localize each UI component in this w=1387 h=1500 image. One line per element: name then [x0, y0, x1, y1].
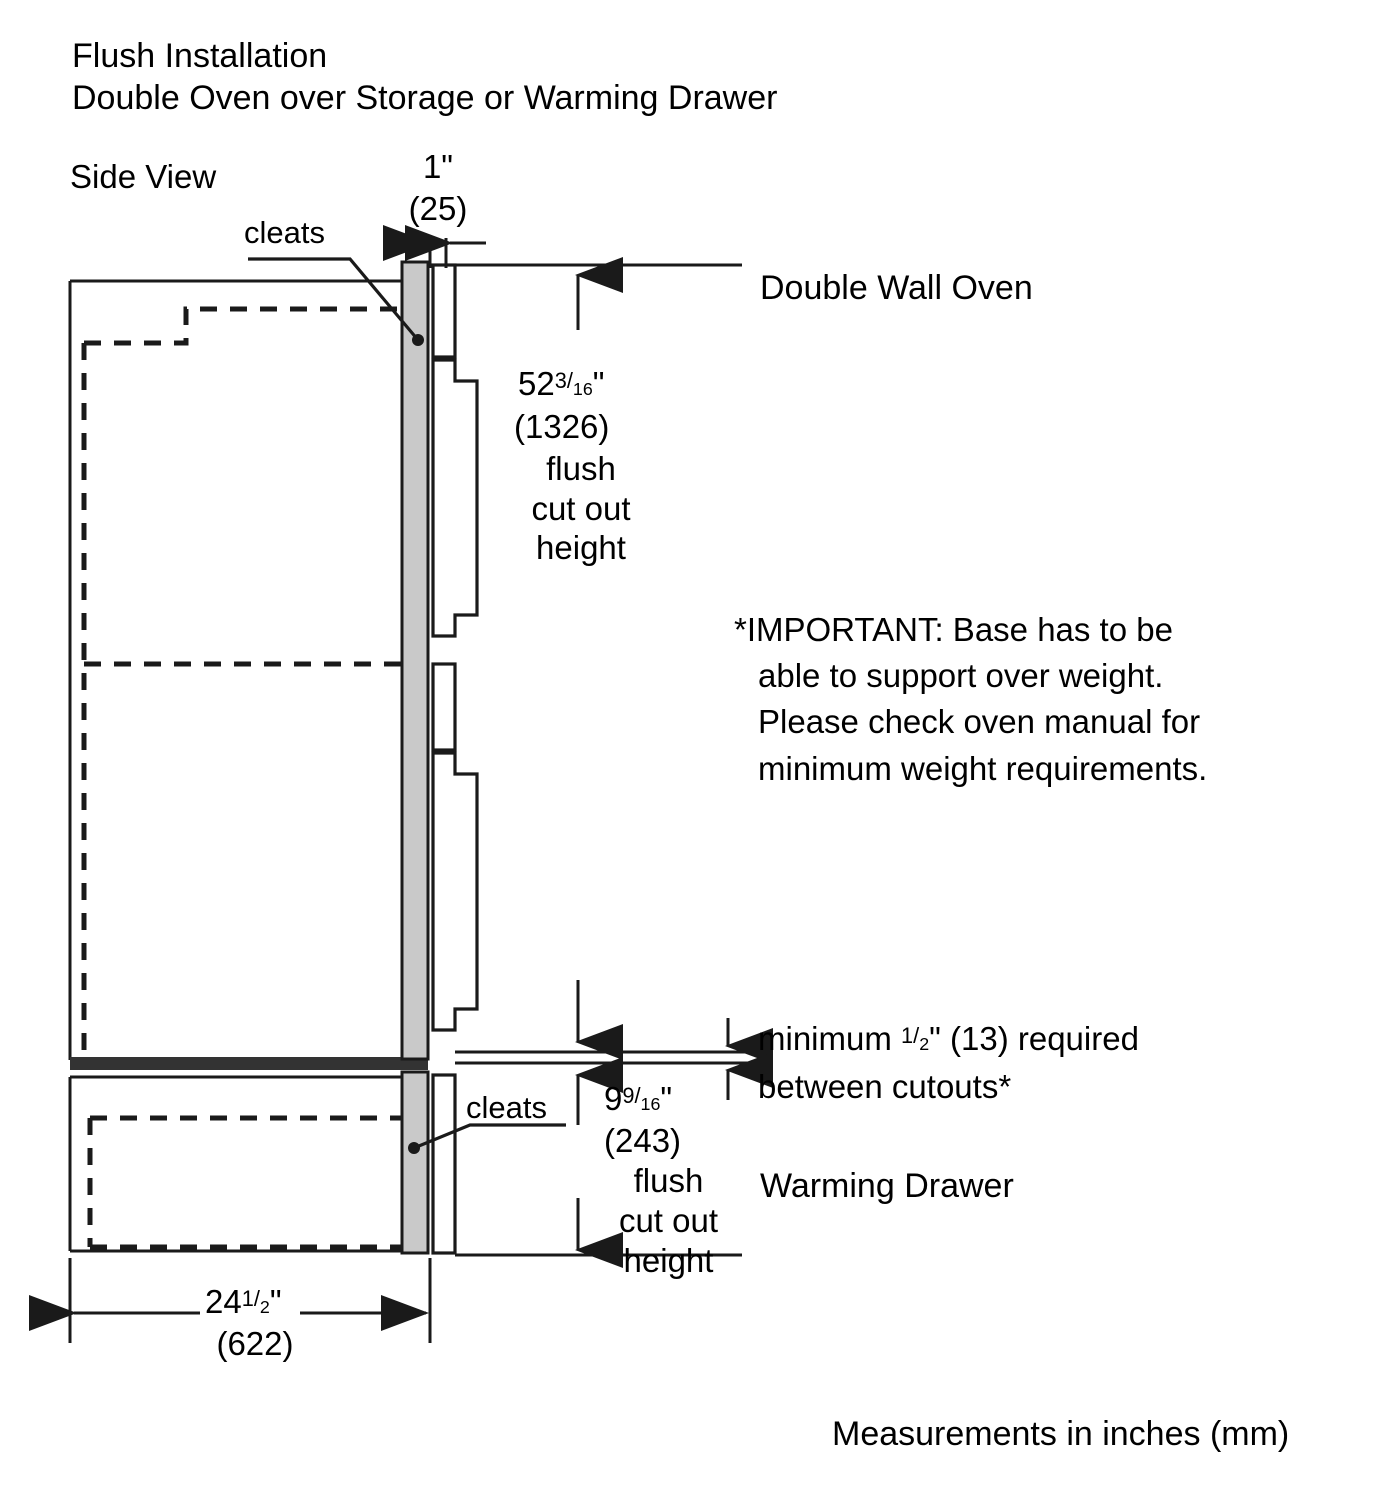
cleats-leader-top [248, 257, 424, 346]
overall-depth-value: 241/2" [205, 1283, 282, 1320]
between-cutouts-line1: minimum 1/2" (13) required [758, 1020, 1139, 1057]
double-wall-oven-label: Double Wall Oven [760, 269, 1033, 307]
overall-depth-dimension [28, 1258, 432, 1343]
between-cutouts-mm: (13) required [940, 1020, 1139, 1057]
oven-cutout-desc1: flush [546, 450, 616, 487]
drawer-cutout-numerator: 9 [622, 1083, 635, 1109]
drawer-front-panel [431, 1073, 457, 1255]
between-cutouts-prefix: minimum [758, 1020, 902, 1057]
cleats-leader-bottom [408, 1123, 566, 1154]
oven-cutout-desc2: cut out [531, 490, 631, 527]
overall-depth-whole: 24 [205, 1283, 242, 1320]
drawer-cutout-mm: (243) [604, 1122, 682, 1159]
gap-dimension-inches: 1" [422, 148, 454, 185]
overall-depth-denominator: 2 [259, 1296, 270, 1317]
overall-depth-mm: (622) [216, 1325, 294, 1362]
oven-cutout-unit: " [592, 365, 605, 402]
between-cutouts-numerator: 1 [901, 1023, 914, 1049]
oven-cutout-numerator: 3 [554, 368, 567, 394]
oven-cutout-denominator: 16 [572, 378, 593, 399]
oven-cutout-value: 523/16" [518, 365, 605, 402]
between-cutouts-lines [455, 1018, 773, 1100]
important-note-line4: minimum weight requirements. [758, 750, 1208, 787]
page-title-line2: Double Oven over Storage or Warming Draw… [72, 79, 778, 117]
oven-cutout-whole: 52 [518, 365, 555, 402]
oven-cutout-mm: (1326) [514, 408, 610, 445]
oven-body-group [68, 279, 428, 1070]
oven-door-profile [431, 263, 479, 1032]
warming-drawer-label: Warming Drawer [760, 1167, 1014, 1205]
between-cutouts-denominator: 2 [919, 1033, 930, 1054]
page-title-line1: Flush Installation [72, 37, 328, 75]
drawer-cutout-desc2: cut out [618, 1202, 719, 1239]
gap-dimension-1in [383, 225, 486, 268]
drawer-cutout-desc1: flush [633, 1162, 704, 1199]
between-cutouts-unit: " [929, 1020, 941, 1057]
drawer-cutout-unit: " [660, 1080, 673, 1117]
gap-dimension-mm: (25) [408, 190, 468, 227]
drawer-cutout-desc3: height [623, 1242, 714, 1279]
oven-cutout-desc3: height [536, 529, 626, 566]
cleats-label-bottom: cleats [466, 1090, 547, 1125]
drawer-cleat-strip [400, 1070, 430, 1255]
oven-cleat-strip [400, 260, 430, 1061]
important-note-line3: Please check oven manual for [758, 703, 1201, 740]
oven-base-bar [70, 1057, 428, 1070]
between-cutouts-line2: between cutouts* [758, 1068, 1012, 1105]
drawer-cutout-denominator: 16 [640, 1093, 661, 1114]
drawer-cutout-whole: 9 [604, 1080, 623, 1117]
oven-cutout-dimension [455, 257, 742, 1060]
side-view-label: Side View [70, 158, 217, 195]
footer-caption: Measurements in inches (mm) [832, 1415, 1290, 1453]
important-note-line2: able to support over weight. [758, 657, 1164, 694]
overall-depth-numerator: 1 [241, 1286, 254, 1312]
important-note-line1: *IMPORTANT: Base has to be [734, 611, 1173, 648]
cleats-label-top: cleats [244, 215, 325, 250]
drawer-cutout-value: 99/16" [604, 1080, 673, 1117]
drawer-cutout-dimension [455, 1057, 742, 1268]
warming-drawer-group [68, 1075, 402, 1253]
overall-depth-unit: " [269, 1283, 282, 1320]
